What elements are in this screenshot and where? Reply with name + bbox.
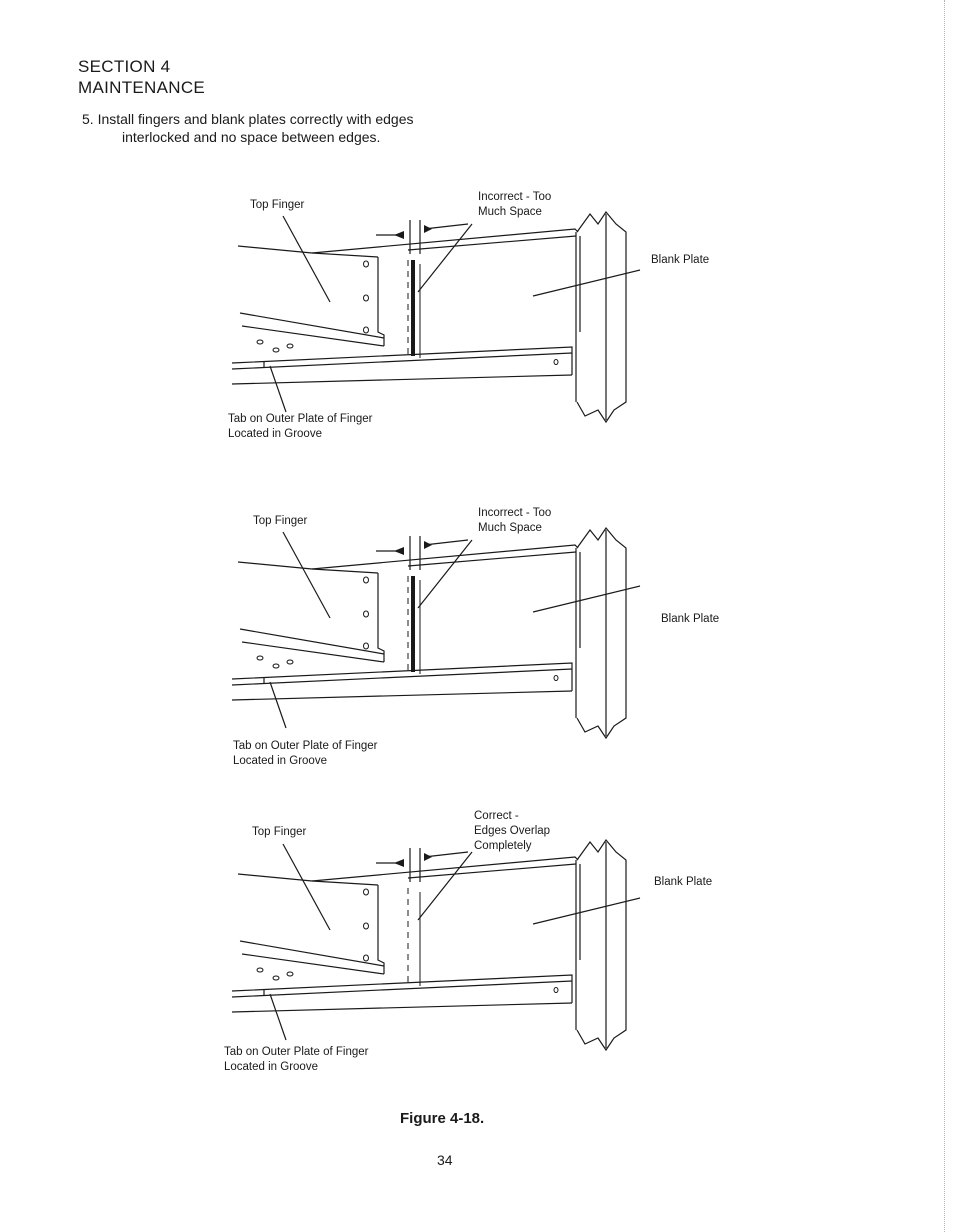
status-label-line-1: Incorrect - Too [478, 191, 552, 203]
tab-label-line-1: Tab on Outer Plate of Finger [228, 413, 373, 425]
status-label-line-1: Incorrect - Too [478, 507, 552, 519]
page-edge [944, 0, 946, 1232]
blank-plate-label: Blank Plate [661, 613, 720, 625]
section-subheading: MAINTENANCE [78, 78, 206, 97]
section-heading: SECTION 4 [78, 57, 171, 76]
instruction-text: 5. Install fingers and blank plates corr… [82, 110, 414, 146]
finger-assembly-diagram-2 [231, 526, 641, 740]
figure-incorrect-2: Top Finger Incorrect - Too Much Space Bl… [0, 496, 954, 796]
tab-label-line-1: Tab on Outer Plate of Finger [224, 1046, 369, 1058]
tab-label-line-2: Located in Groove [228, 428, 322, 440]
tab-label-line-1: Tab on Outer Plate of Finger [233, 740, 378, 752]
blank-plate-label: Blank Plate [651, 254, 710, 266]
status-label-line-2: Edges Overlap [474, 825, 551, 837]
status-label-line-3: Completely [474, 840, 532, 852]
instruction-line-1: 5. Install fingers and blank plates corr… [82, 111, 414, 127]
figure-correct: Top Finger Correct - Edges Overlap Compl… [0, 808, 954, 1108]
blank-plate-label: Blank Plate [654, 876, 713, 888]
figure-caption: Figure 4-18. [400, 1110, 485, 1127]
top-finger-label: Top Finger [253, 515, 308, 527]
tab-label-line-2: Located in Groove [224, 1061, 318, 1073]
status-label-line-2: Much Space [478, 522, 542, 534]
top-finger-label: Top Finger [252, 826, 307, 838]
instruction-line-2: interlocked and no space between edges. [122, 129, 381, 145]
finger-assembly-diagram-3 [231, 838, 641, 1052]
tab-label-line-2: Located in Groove [233, 755, 327, 767]
status-label-line-1: Correct - [474, 810, 519, 822]
figure-incorrect-1: Top Finger Incorrect - Too Much Space Bl… [0, 180, 954, 480]
status-label-line-2: Much Space [478, 206, 542, 218]
page-number: 34 [437, 1152, 453, 1168]
finger-assembly-diagram-1 [231, 210, 641, 424]
top-finger-label: Top Finger [250, 199, 305, 211]
